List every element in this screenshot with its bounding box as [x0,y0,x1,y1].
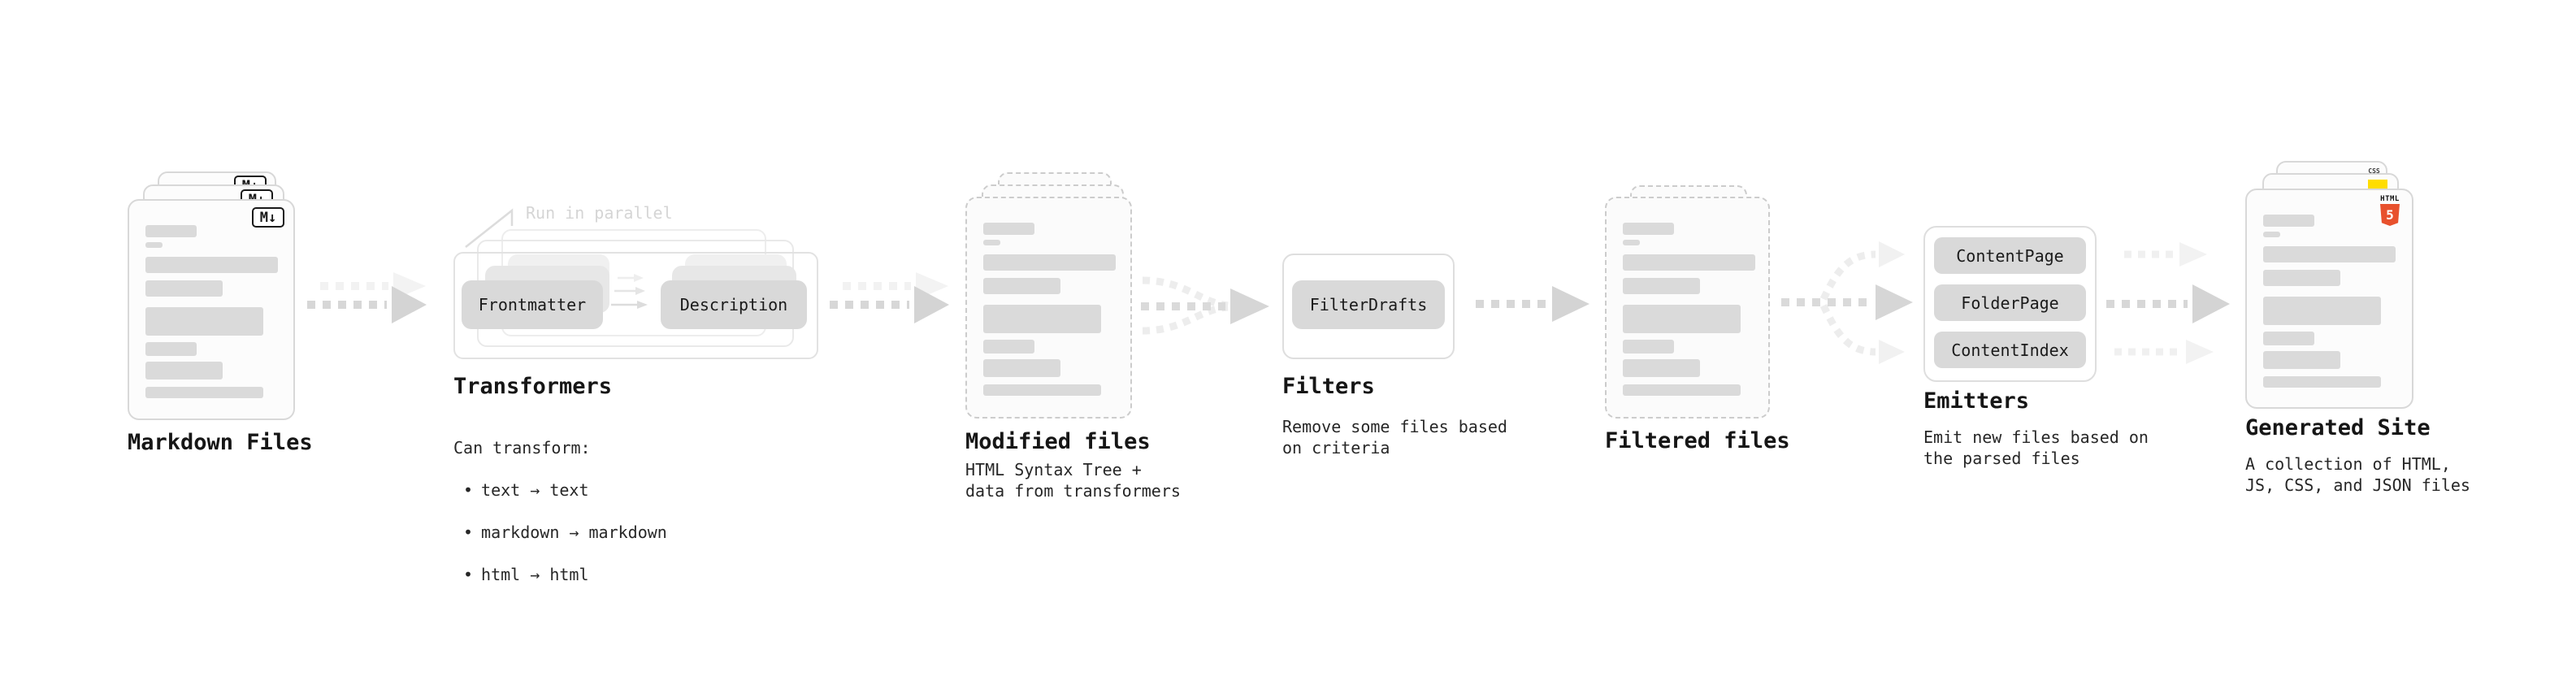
filterdrafts-pill: FilterDrafts [1292,280,1445,329]
generated-site-label: Generated Site [2245,415,2431,440]
flow-arrow-icon [1476,286,1589,322]
content-line [983,384,1101,396]
content-line [145,362,223,380]
description-pill: Description [661,280,807,329]
content-line [1623,240,1640,245]
flow-arrow-icon [830,272,949,323]
modified-file-card [965,197,1132,419]
content-line [1623,340,1674,354]
modified-files-desc: HTML Syntax Tree + data from transformer… [965,460,1181,501]
content-line [1623,223,1674,235]
markdown-files-label: Markdown Files [128,430,313,455]
content-line [983,305,1101,333]
transform-bullet: •text → text [463,480,589,500]
contentpage-pill: ContentPage [1934,237,2086,274]
content-line [145,342,197,356]
content-line [145,307,263,336]
generated-site-desc: A collection of HTML, JS, CSS, and JSON … [2245,454,2470,495]
flow-arrows-icon [2106,242,2230,364]
content-line [1623,305,1741,333]
content-line [2263,232,2280,237]
contentindex-pill: ContentIndex [1934,332,2086,368]
html5-logo-icon: HTML 5 [2379,195,2400,226]
content-line [2263,246,2396,262]
transform-bullet: •markdown → markdown [463,523,667,542]
folderpage-pill: FolderPage [1934,284,2086,321]
transform-bullet: •html → html [463,565,589,584]
content-line [983,240,1000,245]
content-line [983,340,1034,354]
filtered-file-card [1605,197,1770,419]
branch-arrow-icon [1781,241,1913,364]
content-line [2263,270,2340,286]
file-content-lines [1607,198,1768,417]
flow-arrow-icon [307,272,427,323]
emitters-desc: Emit new files based on the parsed files [1923,427,2149,468]
generated-site-card: HTML 5 [2245,189,2413,409]
modified-files-label: Modified files [965,429,1151,454]
content-line [145,387,263,398]
markdown-logo-icon: M↓ [252,207,284,228]
transformer-frame [453,252,818,359]
file-content-lines [129,201,293,419]
content-line [145,225,197,237]
content-line [145,242,163,248]
parallel-arrows-icon [611,274,648,309]
frontmatter-pill: Frontmatter [462,280,603,329]
content-line [145,280,223,297]
content-line [2263,297,2381,325]
annotation-leader-line [465,208,514,248]
content-line [983,223,1034,235]
run-in-parallel-annotation: Run in parallel [526,203,673,223]
file-content-lines [967,198,1130,417]
filtered-files-label: Filtered files [1605,428,1790,453]
content-line [2263,215,2314,227]
content-line [2263,376,2381,388]
content-line [2263,351,2340,369]
markdown-file-card: M↓ [128,199,295,420]
can-transform-heading: Can transform: [453,438,591,458]
content-line [1623,359,1700,377]
emitters-title: Emitters [1923,388,2030,414]
content-line [983,359,1060,377]
content-line [1623,254,1755,271]
transformers-desc: Can transform: •text → text •markdown → … [453,416,667,606]
js-badge-icon [2368,180,2387,189]
content-line [2263,332,2314,345]
merge-arrow-icon [1141,276,1269,335]
content-line [983,278,1060,294]
filters-title: Filters [1282,374,1375,399]
content-line [1623,384,1741,396]
content-line [1623,278,1700,294]
content-line [145,257,278,273]
transformers-title: Transformers [453,374,613,399]
file-content-lines [2247,190,2412,407]
content-line [983,254,1116,271]
filters-desc: Remove some files based on criteria [1282,417,1507,458]
